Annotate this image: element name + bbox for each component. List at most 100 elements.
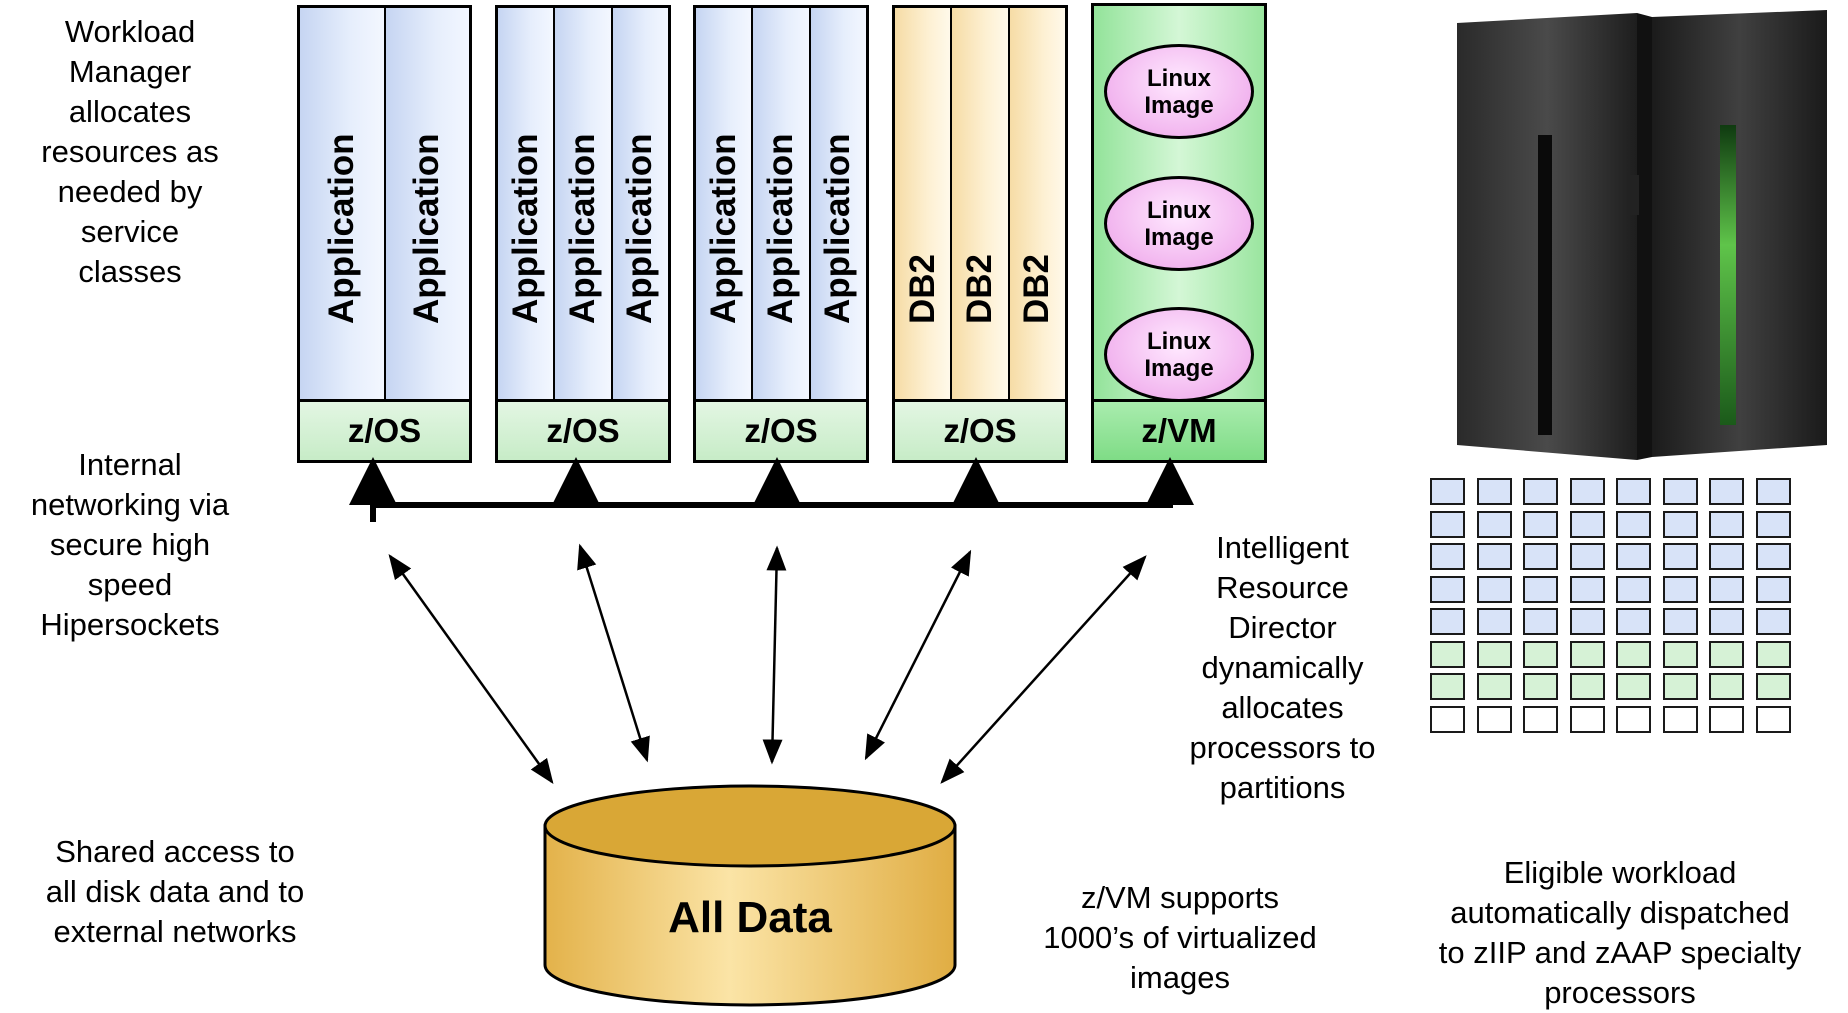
processor-cell-specialty [1663, 673, 1698, 700]
processor-cell-general [1756, 511, 1791, 538]
processor-cell-specialty [1477, 673, 1512, 700]
zvm-supports-caption: z/VM supports 1000’s of virtualized imag… [1043, 880, 1317, 995]
disk-cylinder [543, 784, 957, 1007]
processor-cell-general [1477, 576, 1512, 603]
processor-cell-unassigned [1430, 706, 1465, 733]
processor-cell-general [1523, 608, 1558, 635]
workload-column: Application [696, 8, 754, 399]
data-arrow [940, 555, 1147, 784]
processor-cell-general [1570, 576, 1605, 603]
processor-cell-general [1523, 543, 1558, 570]
processor-cell-general [1663, 478, 1698, 505]
zvm-body: Linux Image Linux Image Linux Image [1094, 6, 1264, 402]
processor-cell-unassigned [1570, 706, 1605, 733]
processor-cell-general [1570, 543, 1605, 570]
disk-label: All Data [668, 893, 832, 942]
processor-cell-general [1430, 511, 1465, 538]
workload-column: DB2 [952, 8, 1010, 399]
processor-cell-specialty [1570, 641, 1605, 668]
processor-cell-general [1663, 543, 1698, 570]
processor-cell-general [1709, 511, 1744, 538]
processor-cell-general [1709, 576, 1744, 603]
processor-cell-specialty [1523, 673, 1558, 700]
processor-cell-unassigned [1709, 706, 1744, 733]
processor-cell-specialty [1663, 641, 1698, 668]
data-arrow [864, 549, 972, 761]
linux-image: Linux Image [1104, 307, 1254, 402]
hipersocket-bus [370, 478, 1173, 522]
shared-access-caption: Shared access to all disk data and to ex… [45, 834, 305, 949]
processor-cell-general [1570, 478, 1605, 505]
os-label: z/OS [300, 399, 469, 460]
workload-column: Application [753, 8, 811, 399]
lpar-zvm: Linux Image Linux Image Linux Image z/VM [1091, 3, 1267, 463]
processor-cell-general [1756, 478, 1791, 505]
processor-cell-general [1756, 543, 1791, 570]
os-label: z/VM [1094, 399, 1264, 460]
processor-cell-general [1709, 608, 1744, 635]
processor-cell-specialty [1709, 641, 1744, 668]
processor-cell-general [1616, 543, 1651, 570]
lpar-zos-3: Application Application Application z/OS [693, 5, 869, 463]
data-arrow [762, 545, 787, 765]
processor-cell-specialty [1477, 641, 1512, 668]
os-label: z/OS [895, 399, 1065, 460]
processor-cell-general [1570, 511, 1605, 538]
processor-cell-general [1477, 608, 1512, 635]
processor-cell-specialty [1756, 673, 1791, 700]
processor-cell-specialty [1616, 673, 1651, 700]
processor-cell-general [1756, 608, 1791, 635]
linux-image: Linux Image [1104, 44, 1254, 139]
workload-manager-caption: Workload Manager allocates resources as … [41, 14, 219, 289]
processor-cell-specialty [1756, 641, 1791, 668]
processor-cell-specialty [1523, 641, 1558, 668]
os-label: z/OS [498, 399, 668, 460]
processor-cell-general [1616, 608, 1651, 635]
processor-cell-general [1523, 511, 1558, 538]
data-arrow [388, 553, 554, 785]
workload-column: Application [612, 8, 668, 399]
processor-cell-unassigned [1523, 706, 1558, 733]
workload-column: DB2 [1009, 8, 1065, 399]
processor-cell-general [1430, 576, 1465, 603]
processor-cell-general [1477, 478, 1512, 505]
ird-caption: Intelligent Resource Director dynamicall… [1189, 530, 1376, 805]
processor-cell-general [1477, 543, 1512, 570]
processor-cell-general [1523, 478, 1558, 505]
mainframe-image [1457, 10, 1827, 460]
processor-cell-general [1523, 576, 1558, 603]
processor-cell-general [1430, 608, 1465, 635]
processor-cell-general [1570, 608, 1605, 635]
processor-cell-general [1430, 543, 1465, 570]
processor-cell-specialty [1616, 641, 1651, 668]
processor-cell-general [1616, 478, 1651, 505]
data-arrow [577, 543, 650, 763]
lpar-zos-db2: DB2 DB2 DB2 z/OS [892, 5, 1068, 463]
processor-cell-specialty [1430, 641, 1465, 668]
processor-cell-general [1430, 478, 1465, 505]
processor-cell-general [1709, 478, 1744, 505]
processor-cell-general [1663, 511, 1698, 538]
processor-cell-unassigned [1477, 706, 1512, 733]
processor-cell-general [1616, 576, 1651, 603]
workload-column: Application [498, 8, 556, 399]
linux-image: Linux Image [1104, 176, 1254, 271]
processor-cell-general [1663, 608, 1698, 635]
eligible-workload-caption: Eligible workload automatically dispatch… [1438, 855, 1802, 1010]
processor-cell-specialty [1430, 673, 1465, 700]
processor-cell-specialty [1709, 673, 1744, 700]
processor-cell-general [1477, 511, 1512, 538]
os-label: z/OS [696, 399, 866, 460]
processor-cell-general [1709, 543, 1744, 570]
lpar-zos-2: Application Application Application z/OS [495, 5, 671, 463]
processor-cell-unassigned [1663, 706, 1698, 733]
processor-cell-unassigned [1756, 706, 1791, 733]
workload-column: Application [300, 8, 386, 399]
processor-cell-unassigned [1616, 706, 1651, 733]
processor-cell-general [1616, 511, 1651, 538]
processor-cell-specialty [1570, 673, 1605, 700]
workload-column: Application [810, 8, 866, 399]
processor-cell-general [1663, 576, 1698, 603]
lpar-zos-1: Application Application z/OS [297, 5, 472, 463]
